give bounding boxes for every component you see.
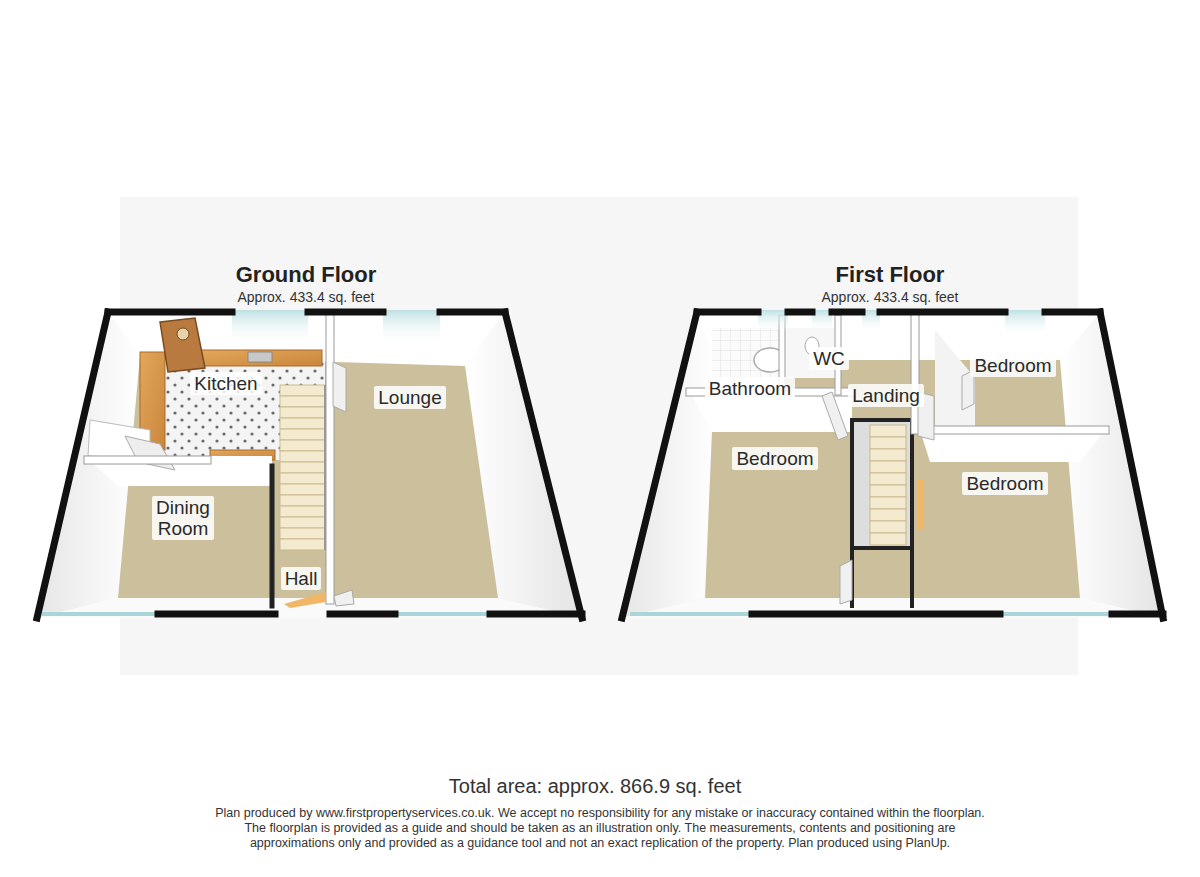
room: Bedroom — [970, 354, 1055, 377]
disclaimer: Plan produced by www.firstpropertyservic… — [215, 806, 985, 851]
ground-floor-drawing — [37, 310, 582, 618]
room-label: Bedroom — [736, 448, 813, 469]
room: Hall — [281, 567, 322, 590]
room: Lounge — [374, 386, 445, 409]
room-label: WC — [813, 348, 845, 369]
room-label: Landing — [852, 385, 920, 406]
room-label: Dining Room — [156, 497, 210, 539]
floor-area: Approx. 433.4 sq. feet — [26, 288, 586, 306]
first-floor-drawing — [622, 310, 1163, 618]
room: Bedroom — [732, 447, 817, 470]
room-label: Kitchen — [194, 373, 257, 394]
room: WC — [809, 347, 849, 370]
room-label: Hall — [285, 568, 318, 589]
floor-area: Approx. 433.4 sq. feet — [610, 288, 1170, 306]
room: Bathroom — [705, 377, 795, 400]
room-label: Bathroom — [709, 378, 791, 399]
room: Kitchen — [190, 372, 261, 395]
floor-heading: Ground Floor — [26, 262, 586, 288]
room: Landing — [848, 384, 924, 407]
floor-heading: First Floor — [610, 262, 1170, 288]
room: Bedroom — [962, 472, 1047, 495]
floor-plan: First FloorApprox. 433.4 sq. feetBathroo… — [610, 258, 1170, 630]
room-label: Lounge — [378, 387, 441, 408]
room-label: Bedroom — [974, 355, 1051, 376]
total-area: Total area: approx. 866.9 sq. feet — [0, 774, 1190, 798]
room: Dining Room — [152, 496, 214, 540]
room-label: Bedroom — [966, 473, 1043, 494]
floor-plan: Ground FloorApprox. 433.4 sq. feetKitche… — [26, 258, 586, 630]
